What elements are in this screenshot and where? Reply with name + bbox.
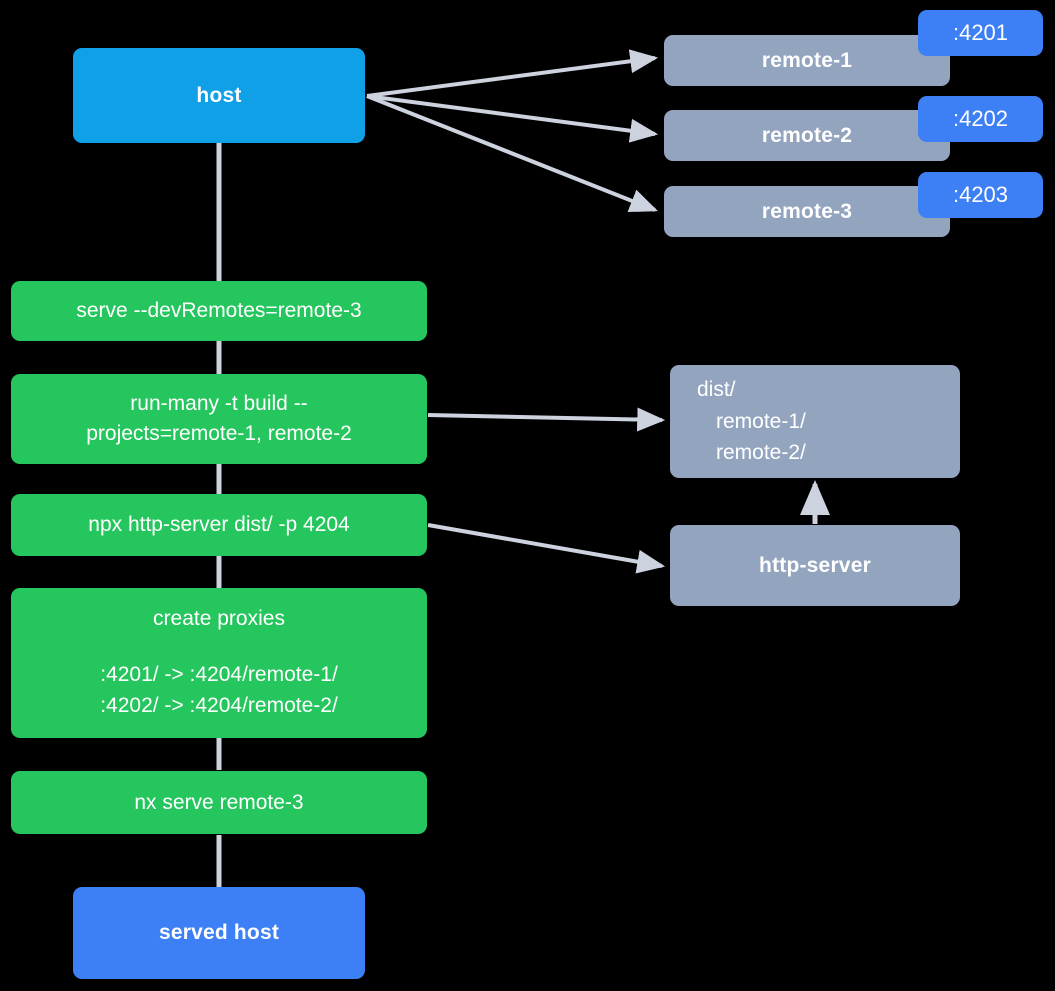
- node-command-npx-http-server-label: npx http-server dist/ -p 4204: [88, 513, 350, 537]
- badge-remote-3-port-label: :4203: [952, 182, 1009, 207]
- node-create-proxies-mapping-1: :4201/ -> :4204/remote-1/: [100, 663, 338, 687]
- badge-remote-1-port-label: :4201: [952, 20, 1009, 45]
- node-served-host[interactable]: served host: [73, 887, 365, 979]
- node-command-serve[interactable]: serve --devRemotes=remote-3: [11, 281, 427, 341]
- edge-npx-to-httpserver: [427, 523, 666, 574]
- node-remote-1[interactable]: remote-1: [664, 35, 950, 86]
- node-command-run-many-line2: projects=remote-1, remote-2: [86, 422, 352, 445]
- node-create-proxies-mapping-2: :4202/ -> :4204/remote-2/: [100, 693, 338, 717]
- node-served-host-label: served host: [158, 921, 280, 945]
- node-command-serve-label: serve --devRemotes=remote-3: [76, 299, 362, 323]
- node-remote-3-label: remote-3: [761, 199, 853, 223]
- node-command-nx-serve-remote-3-label: nx serve remote-3: [134, 790, 304, 814]
- node-command-npx-http-server[interactable]: npx http-server dist/ -p 4204: [11, 494, 427, 556]
- node-command-create-proxies[interactable]: create proxies :4201/ -> :4204/remote-1/…: [11, 588, 427, 738]
- node-command-nx-serve-remote-3[interactable]: nx serve remote-3: [11, 771, 427, 834]
- edge-host-to-remotes: [366, 49, 659, 213]
- node-dist-root: dist/: [697, 377, 736, 401]
- node-dist-child-1: remote-1/: [716, 409, 806, 433]
- node-host-label: host: [196, 83, 242, 107]
- badge-remote-1-port: :4201: [918, 10, 1043, 56]
- node-create-proxies-title: create proxies: [153, 606, 285, 630]
- node-command-run-many[interactable]: run-many -t build -- projects=remote-1, …: [11, 374, 427, 464]
- node-remote-3[interactable]: remote-3: [664, 186, 950, 237]
- node-http-server[interactable]: http-server: [670, 525, 960, 606]
- node-remote-2-label: remote-2: [761, 123, 853, 147]
- node-http-server-label: http-server: [759, 553, 871, 577]
- node-dist-folder[interactable]: dist/ remote-1/ remote-2/: [670, 365, 960, 478]
- node-remote-2[interactable]: remote-2: [664, 110, 950, 161]
- badge-remote-2-port: :4202: [918, 96, 1043, 142]
- node-remote-1-label: remote-1: [761, 48, 853, 72]
- badge-remote-2-port-label: :4202: [952, 106, 1009, 131]
- edge-runmany-to-dist: [427, 407, 666, 432]
- node-dist-child-2: remote-2/: [716, 441, 806, 465]
- badge-remote-3-port: :4203: [918, 172, 1043, 218]
- node-command-run-many-line1: run-many -t build --: [130, 391, 308, 415]
- node-host[interactable]: host: [73, 48, 365, 143]
